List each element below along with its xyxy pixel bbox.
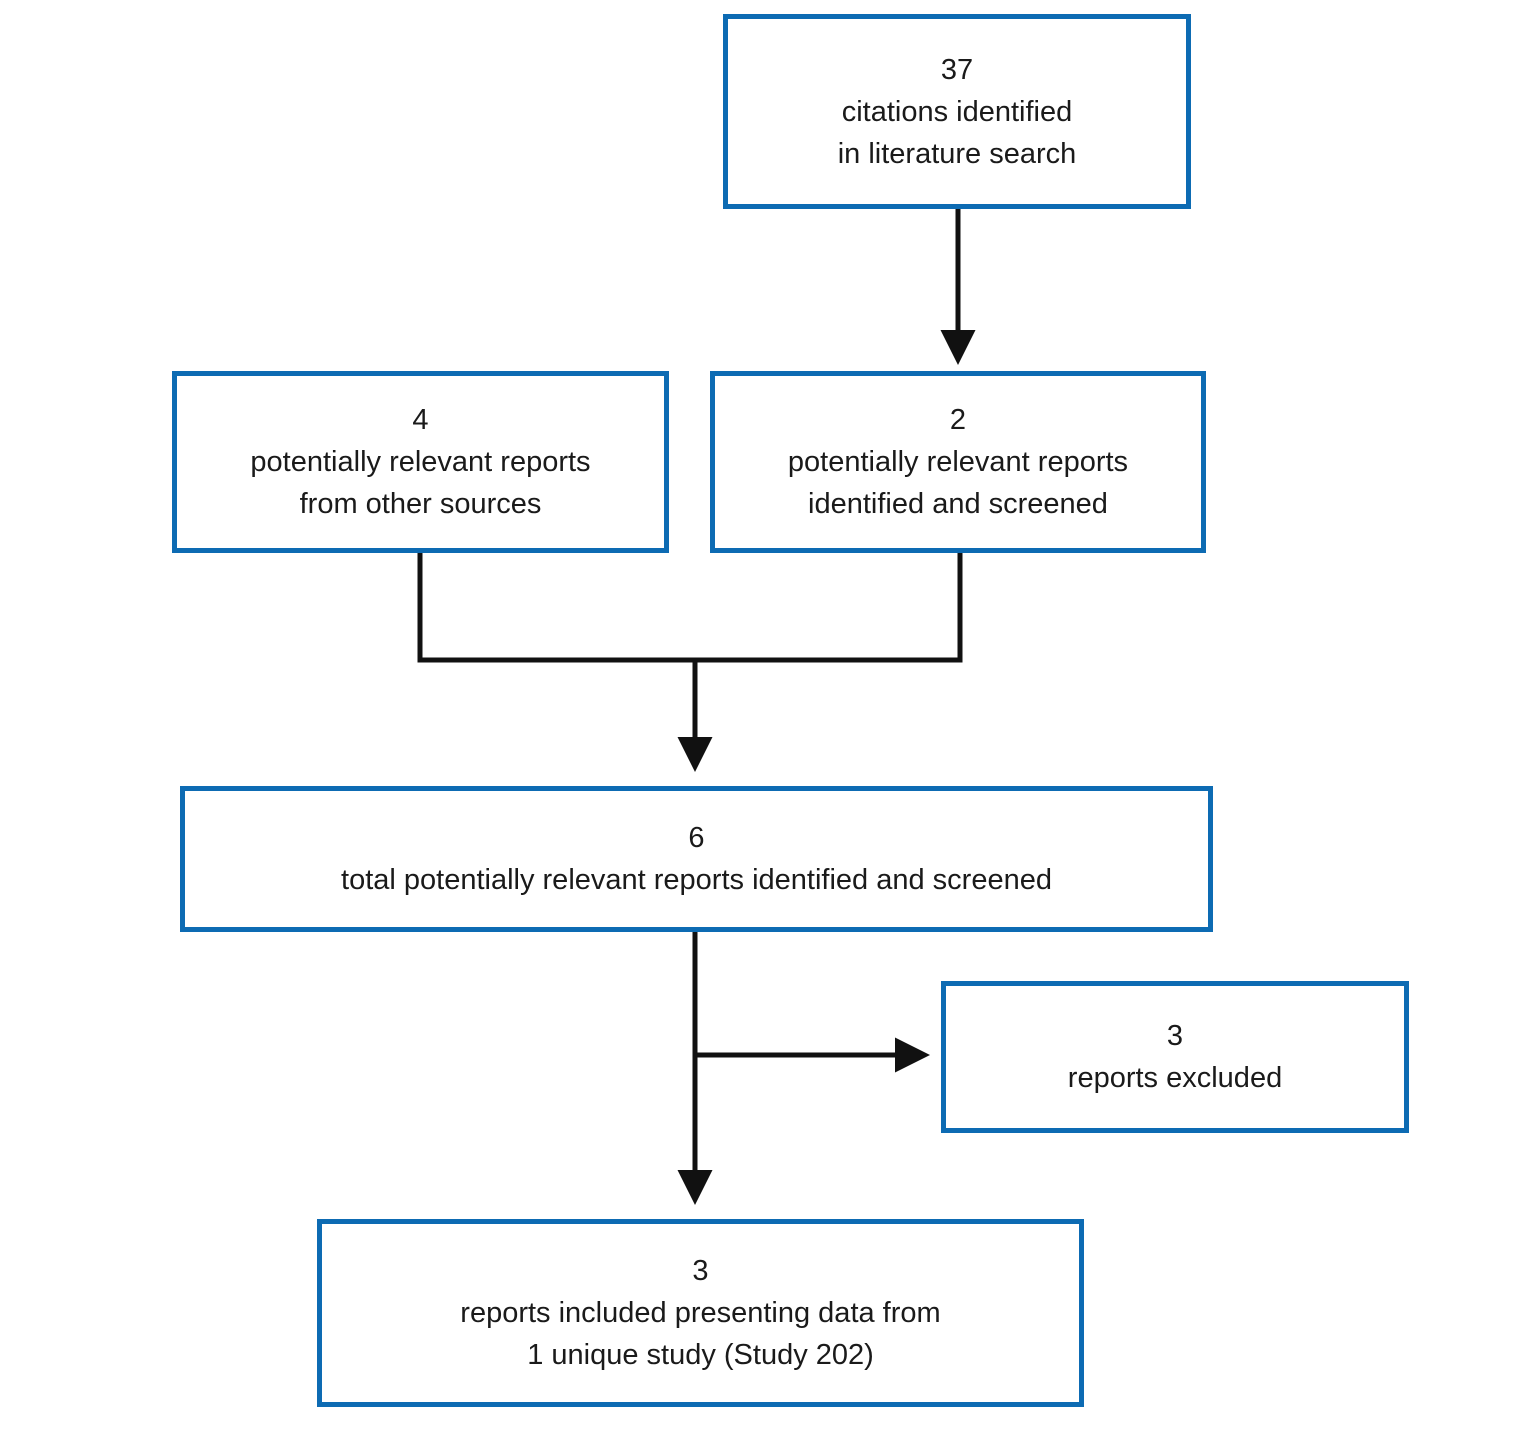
box-text-line: reports excluded <box>1067 1062 1283 1094</box>
box-text-line: total potentially relevant reports ident… <box>341 864 1052 896</box>
box-count: 6 <box>688 822 705 854</box>
box-citations-identified: 37 citations identified in literature se… <box>723 14 1191 209</box>
box-text-line: citations identified <box>841 95 1073 128</box>
box-count: 4 <box>412 404 429 436</box>
box-text-line: potentially relevant reports <box>787 446 1129 478</box>
box-text-line: potentially relevant reports <box>250 446 591 478</box>
box-text-line: from other sources <box>299 488 542 520</box>
box-reports-included: 3 reports included presenting data from … <box>317 1219 1084 1407</box>
box-reports-other-sources: 4 potentially relevant reports from othe… <box>172 371 669 553</box>
box-total-reports-screened: 6 total potentially relevant reports ide… <box>180 786 1213 932</box>
box-text-line: reports included presenting data from <box>460 1297 941 1329</box>
box-count: 3 <box>692 1255 709 1287</box>
box-count: 3 <box>1166 1020 1184 1052</box>
box-count: 2 <box>949 404 967 436</box>
box-count: 37 <box>940 53 974 86</box>
box-text-line: in literature search <box>837 137 1077 170</box>
connector-merge-elbow <box>417 550 963 663</box>
box-text-line: identified and screened <box>808 488 1108 520</box>
box-reports-identified-screened: 2 potentially relevant reports identifie… <box>710 371 1206 553</box>
box-text-line: 1 unique study (Study 202) <box>527 1339 874 1371</box>
box-reports-excluded: 3 reports excluded <box>941 981 1409 1133</box>
